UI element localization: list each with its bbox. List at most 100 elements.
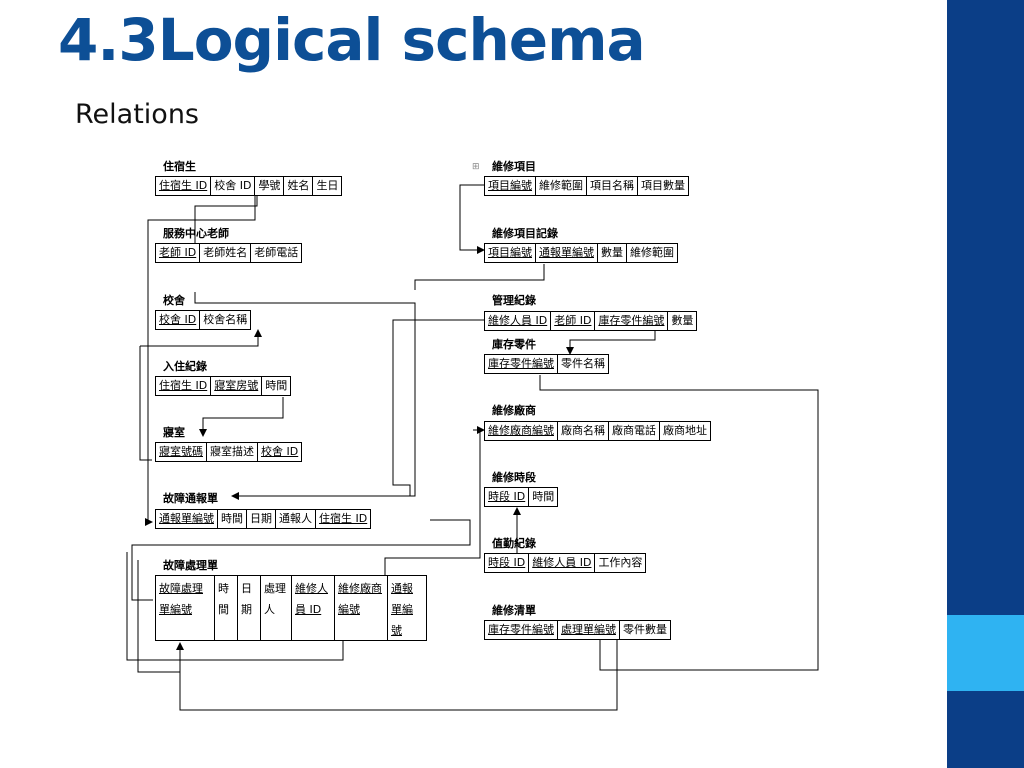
col-scope: 維修範圍 (630, 246, 674, 259)
relation-title-handling: 故障處理單 (163, 559, 218, 572)
col-student-no: 學號 (255, 177, 285, 195)
col-birthday: 生日 (316, 179, 339, 192)
col-slot-id: 時段 ID (485, 554, 530, 572)
line-handling-vendor (384, 429, 484, 575)
col-part-no: 庫存零件編號 (595, 312, 669, 330)
col-report-no: 通報單編號 (391, 582, 413, 637)
col-scope: 維修範圍 (536, 177, 587, 195)
col-vendor-address: 廠商地址 (663, 424, 707, 437)
col-teacher-name: 老師姓名 (200, 244, 252, 262)
relation-table-itemrec: 項目編號 通報單編號 數量 維修範圍 (484, 243, 678, 263)
col-part-qty: 零件數量 (623, 623, 667, 636)
col-room-number: 寢室號碼 (156, 443, 207, 461)
col-item-qty: 項目數量 (641, 179, 685, 192)
relation-table-handling: 故障處理單編號 時間 日期 處理人 維修人員 ID 維修廠商編號 通報單編號 (155, 575, 427, 641)
line-parts-list (539, 375, 819, 671)
relation-title-room: 寢室 (163, 426, 185, 439)
col-vendor-name: 廠商名稱 (558, 422, 609, 440)
line-dorm-room (139, 346, 152, 461)
line-report-handling (131, 519, 471, 601)
col-item-name: 項目名稱 (587, 177, 638, 195)
col-vendor-phone: 廠商電話 (609, 422, 660, 440)
col-resident-id: 住宿生 ID (156, 377, 212, 395)
col-part-name: 零件名稱 (561, 357, 605, 370)
relation-title-vendor: 維修廠商 (492, 404, 536, 417)
relation-title-dorm: 校舍 (163, 294, 185, 307)
col-tech-id: 維修人員 ID (485, 312, 552, 330)
line-list-handling (176, 640, 618, 711)
col-name: 姓名 (284, 177, 314, 195)
col-time: 時間 (215, 576, 238, 640)
col-teacher-id: 老師 ID (156, 244, 201, 262)
relation-table-resident: 住宿生 ID 校舍 ID 學號 姓名 生日 (155, 176, 343, 196)
col-dorm-id: 校舍 ID (261, 445, 299, 458)
relation-table-duty: 時段 ID 維修人員 ID 工作內容 (484, 553, 647, 573)
col-part-no: 庫存零件編號 (485, 355, 558, 373)
line-checkin-room (199, 397, 284, 437)
col-report-no: 通報單編號 (536, 244, 598, 262)
col-slot-id: 時段 ID (485, 488, 530, 506)
relation-table-slot: 時段 ID 時間 (484, 487, 559, 507)
col-handling-no: 處理單編號 (558, 621, 620, 639)
col-work-content: 工作內容 (598, 556, 643, 569)
slide-subtitle: Relations (75, 99, 199, 130)
line-dorm-resident (194, 196, 258, 243)
col-tech-id: 維修人員 ID (292, 576, 335, 640)
col-dorm-id: 校舍 ID (156, 311, 201, 329)
relation-table-mgmt: 維修人員 ID 老師 ID 庫存零件編號 數量 (484, 311, 698, 331)
col-time: 時間 (265, 379, 288, 392)
col-part-no: 庫存零件編號 (485, 621, 558, 639)
relation-title-teacher: 服務中心老師 (163, 227, 229, 240)
col-date: 日期 (238, 576, 261, 640)
col-reporter: 通報人 (276, 510, 316, 528)
col-qty: 數量 (598, 244, 627, 262)
move-handle-icon: ⊞ (472, 162, 480, 172)
col-handling-no: 故障處理單編號 (156, 576, 215, 640)
relation-table-item: 項目編號 維修範圍 項目名稱 項目數量 (484, 176, 689, 196)
relation-title-item: 維修項目 (492, 160, 536, 173)
sidebar-accent-block (947, 615, 1024, 691)
relation-title-checkin: 入住紀錄 (163, 360, 207, 373)
line-item-itemrec (459, 184, 485, 254)
col-handler: 處理人 (261, 576, 292, 640)
slide-title: 4.3Logical schema (58, 6, 646, 74)
col-teacher-id: 老師 ID (551, 312, 596, 330)
line-itemrec-mgmt (414, 264, 545, 290)
col-resident-id: 住宿生 ID (156, 177, 212, 195)
relation-table-list: 庫存零件編號 處理單編號 零件數量 (484, 620, 671, 640)
relation-title-slot: 維修時段 (492, 471, 536, 484)
col-dorm-name: 校舍名稱 (203, 313, 248, 326)
relation-table-vendor: 維修廠商編號 廠商名稱 廠商電話 廠商地址 (484, 421, 711, 441)
col-resident-id: 住宿生 ID (319, 512, 368, 525)
relationship-lines (126, 184, 819, 711)
relation-table-room: 寢室號碼 寢室描述 校舍 ID (155, 442, 303, 462)
col-dorm-id: 校舍 ID (211, 177, 256, 195)
col-qty: 數量 (671, 314, 694, 327)
col-tech-id: 維修人員 ID (529, 554, 596, 572)
col-room-desc: 寢室描述 (207, 443, 258, 461)
col-teacher-phone: 老師電話 (254, 246, 299, 259)
col-room-no: 寢室房號 (211, 377, 263, 395)
col-vendor-no: 維修廠商編號 (335, 576, 388, 640)
relation-title-parts: 庫存零件 (492, 338, 536, 351)
line-report-itemrec (392, 319, 484, 496)
line-handling-loop (126, 552, 344, 661)
relation-table-report: 通報單編號 時間 日期 通報人 住宿生 ID (155, 509, 372, 529)
col-time: 時間 (218, 510, 247, 528)
relation-title-duty: 值勤紀錄 (492, 537, 536, 550)
relation-title-itemrec: 維修項目記錄 (492, 227, 558, 240)
relation-title-resident: 住宿生 (163, 160, 196, 173)
relation-table-teacher: 老師 ID 老師姓名 老師電話 (155, 243, 303, 263)
col-item-no: 項目編號 (485, 177, 536, 195)
relation-table-dorm: 校舍 ID 校舍名稱 (155, 310, 252, 330)
col-time: 時間 (532, 490, 555, 503)
line-teacher-mgmt (194, 292, 416, 500)
col-item-no: 項目編號 (485, 244, 536, 262)
line-mgmt-parts (566, 330, 656, 355)
line-handling-bottom (137, 560, 180, 673)
line-resident-report (145, 196, 256, 526)
relation-title-list: 維修清單 (492, 604, 536, 617)
relation-title-mgmt: 管理紀錄 (492, 294, 536, 307)
relation-title-report: 故障通報單 (163, 492, 218, 505)
line-dorm-arrow (140, 329, 262, 347)
